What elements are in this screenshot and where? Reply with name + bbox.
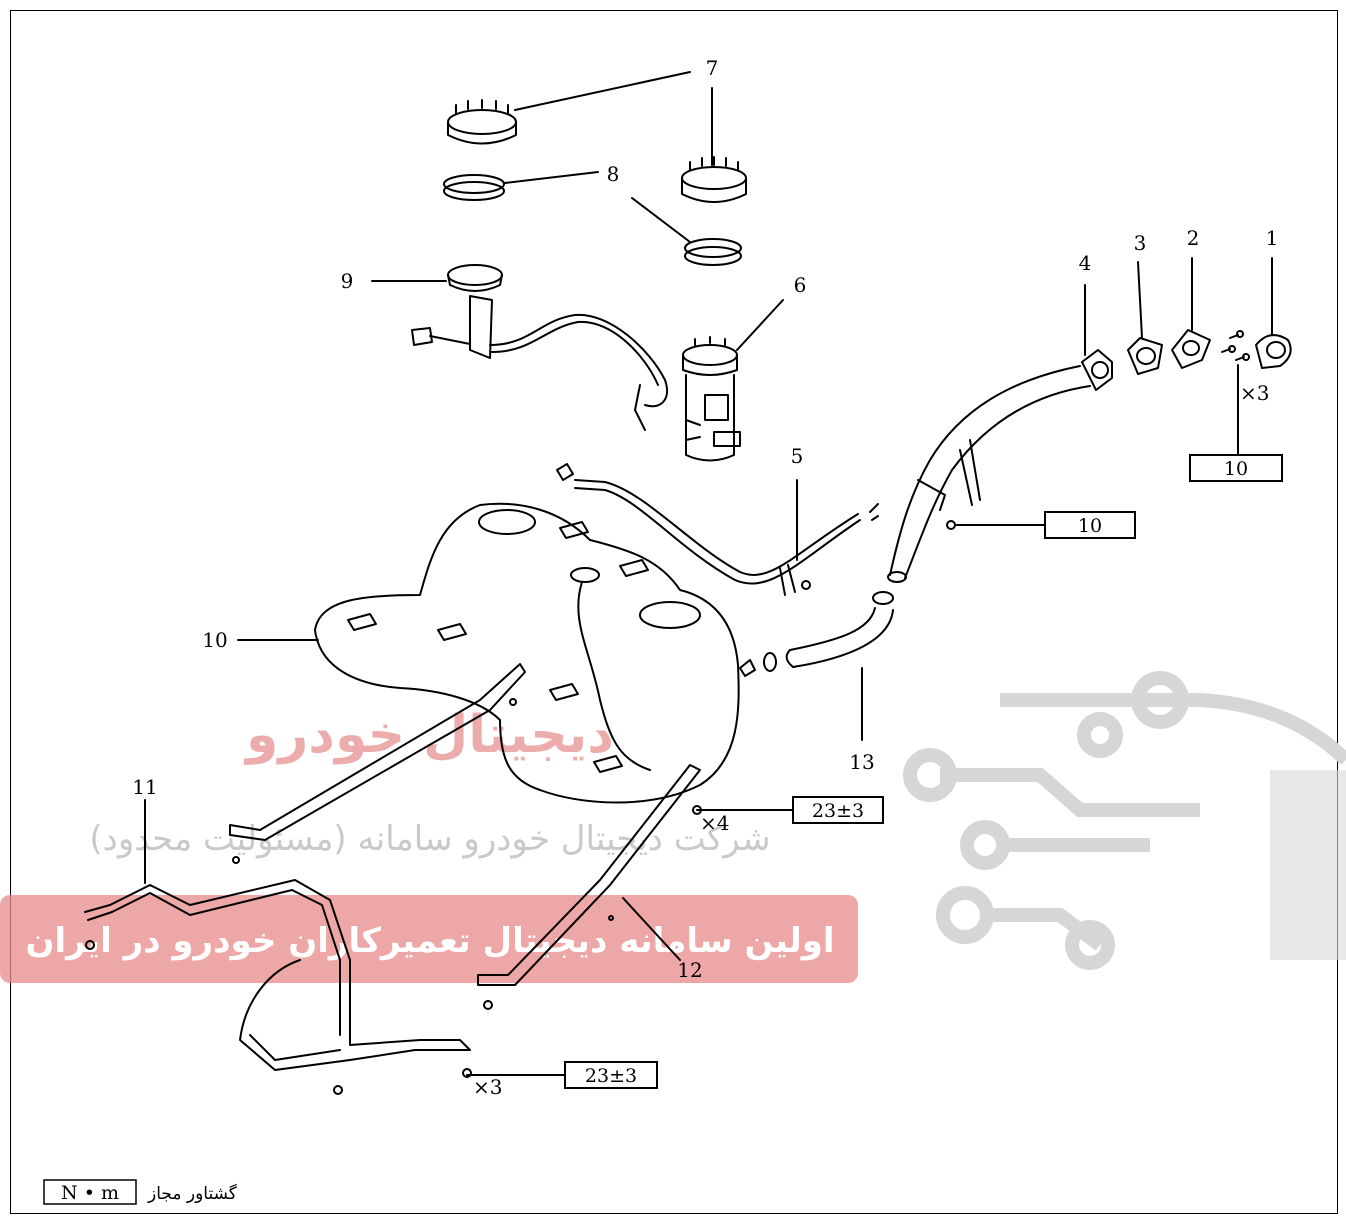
seal-right xyxy=(684,238,742,266)
qty-strap-front: ×3 xyxy=(473,1075,502,1099)
torque-legend: N • m گشتاور مجاز xyxy=(43,1179,238,1205)
filler-hose xyxy=(763,591,894,672)
qty-strap-rear: ×4 xyxy=(700,811,729,835)
strap-assembly-11 xyxy=(84,879,471,1095)
torque-boxes: 10 10 23±3 23±3 xyxy=(564,454,1283,1089)
torque-value: 10 xyxy=(1224,458,1248,480)
torque-value: 23±3 xyxy=(585,1065,637,1087)
watermark-logo: دیجیتال خودرو xyxy=(243,705,614,765)
watermark-car-icon xyxy=(903,671,1346,970)
qty-filler-bolts: ×3 xyxy=(1240,381,1269,405)
lock-ring-right xyxy=(681,156,747,203)
callout-3: 3 xyxy=(1134,231,1147,255)
filler-bolts xyxy=(1221,330,1250,361)
watermark-slogan: اولین سامانه دیجیتال تعمیرکاران خودرو در… xyxy=(25,921,834,961)
fuel-pump-module xyxy=(682,336,741,462)
torque-box-strap-rear: 23±3 xyxy=(792,796,884,824)
torque-box-strap-front: 23±3 xyxy=(564,1061,658,1089)
torque-value: 10 xyxy=(1078,515,1102,537)
callout-13: 13 xyxy=(849,750,874,774)
legend-unit-box xyxy=(43,1179,137,1205)
leader-lines xyxy=(144,71,1273,1076)
torque-value: 23±3 xyxy=(812,800,864,822)
quantity-labels: ×3 ×4 ×3 xyxy=(473,381,1269,1099)
callout-10: 10 xyxy=(202,628,227,652)
callout-4: 4 xyxy=(1079,251,1092,275)
callout-6: 6 xyxy=(794,273,807,297)
callout-7: 7 xyxy=(706,56,719,80)
filler-gasket xyxy=(1171,329,1211,369)
callout-1: 1 xyxy=(1266,226,1279,250)
lock-ring-left xyxy=(447,99,517,145)
legend-caption: گشتاور مجاز xyxy=(147,1183,238,1204)
fuel-level-sender xyxy=(411,264,668,431)
torque-box-filler-bolts: 10 xyxy=(1189,454,1283,482)
callout-5: 5 xyxy=(791,444,804,468)
legend-unit: N • m xyxy=(61,1182,119,1204)
watermark-company: شرکت دیجیتال خودرو سامانه (مسئولیت محدود… xyxy=(89,819,770,859)
vent-hose xyxy=(556,463,879,596)
filler-cap-housing xyxy=(1255,334,1292,369)
filler-plate xyxy=(1127,337,1163,375)
filler-neck-pipe xyxy=(887,349,1113,583)
fuel-tank xyxy=(314,502,756,804)
diagram-frame xyxy=(10,10,1338,1214)
torque-box-filler-bracket: 10 xyxy=(1044,511,1136,539)
callout-12: 12 xyxy=(677,958,702,982)
callout-2: 2 xyxy=(1187,226,1200,250)
rear-tank-strap xyxy=(229,663,526,864)
watermark-car-body xyxy=(1270,770,1346,960)
callout-9: 9 xyxy=(341,269,354,293)
strap-bolt-front xyxy=(462,1068,472,1078)
seal-left xyxy=(443,174,505,201)
callout-8: 8 xyxy=(607,162,620,186)
callout-labels: 1 2 3 4 5 6 7 8 9 10 11 12 13 xyxy=(132,56,1278,982)
watermark: دیجیتال خودرو شرکت دیجیتال خودرو سامانه … xyxy=(0,671,1346,983)
watermark-slogan-banner xyxy=(0,895,858,983)
callout-11: 11 xyxy=(132,775,157,799)
